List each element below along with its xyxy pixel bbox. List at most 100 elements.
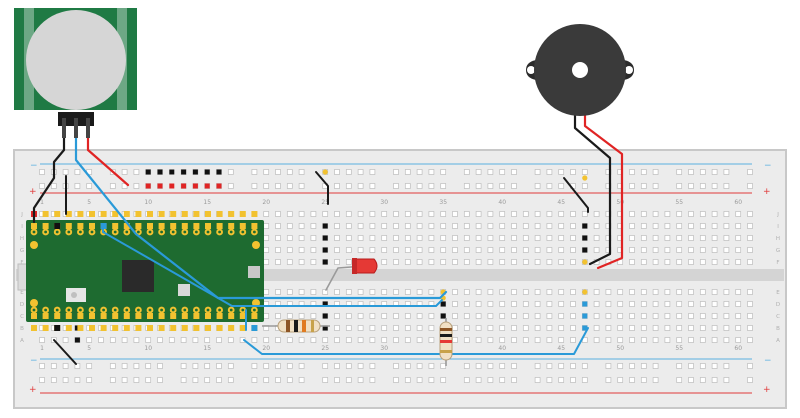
hole [381, 235, 388, 241]
hole [699, 337, 706, 343]
pico-pad-hole [241, 230, 245, 234]
rail-hole [62, 363, 69, 369]
hole [711, 235, 718, 241]
pico-pin [251, 313, 258, 319]
rail-hole [652, 169, 659, 175]
hole [511, 301, 517, 307]
rail-hole [121, 377, 128, 383]
hole [570, 223, 576, 229]
hole [286, 247, 293, 253]
hole [522, 223, 529, 229]
rail-hole [581, 363, 588, 369]
pico-pin [251, 211, 258, 217]
rail-hole [275, 183, 281, 189]
rail-hole [711, 377, 718, 383]
rail-hole [699, 363, 706, 369]
rail-hole [629, 169, 635, 175]
column-number: 10 [144, 345, 152, 352]
rail-hole [440, 183, 447, 189]
rail-hole [322, 363, 329, 369]
rail-hole [298, 169, 305, 175]
rail-hole [546, 363, 553, 369]
hole [381, 337, 388, 343]
rail-hole [227, 169, 234, 175]
hole [699, 211, 706, 217]
hole [747, 235, 753, 241]
rail-hole [263, 183, 270, 189]
hole [369, 247, 376, 253]
rail-hole [369, 363, 376, 369]
hole [605, 301, 612, 307]
pico-pin [123, 223, 130, 229]
hole [369, 325, 376, 331]
hole-occupied [169, 183, 175, 189]
hole [534, 247, 541, 253]
rail-hole [74, 363, 81, 369]
hole [263, 337, 270, 343]
hole [534, 223, 541, 229]
hole [463, 259, 470, 265]
hole [605, 313, 612, 319]
pico-pin [228, 325, 235, 331]
rail-hole [652, 377, 659, 383]
pico-pin [31, 313, 37, 319]
hole [699, 301, 706, 307]
mount-hole-1 [30, 241, 38, 249]
hole [263, 313, 270, 319]
rail-hole [546, 169, 553, 175]
bottom-minus-sign-right: − [764, 356, 772, 366]
hole [699, 325, 706, 331]
hole [664, 301, 671, 307]
pico-pin [193, 223, 200, 229]
hole [334, 211, 340, 217]
hole [629, 337, 635, 343]
rail-hole [747, 377, 753, 383]
hole [286, 259, 293, 265]
hole [711, 211, 718, 217]
hole [298, 235, 305, 241]
rail-hole [133, 169, 140, 175]
hole [747, 289, 753, 295]
hole [298, 211, 305, 217]
rail-hole [369, 377, 376, 383]
rail-hole [558, 363, 565, 369]
column-number: 35 [439, 199, 447, 206]
hole [629, 259, 635, 265]
pico-pin [251, 223, 258, 229]
hole [393, 325, 399, 331]
rail-hole [275, 377, 281, 383]
hole [688, 337, 694, 343]
rail-hole [640, 183, 647, 189]
rail-hole [475, 377, 482, 383]
hole [286, 337, 293, 343]
rail-hole [393, 363, 399, 369]
hole [664, 223, 671, 229]
pico-pin [193, 211, 200, 217]
pico-pin [216, 211, 223, 217]
hole [463, 247, 470, 253]
wire-end [582, 289, 588, 295]
pico-pin-used [100, 223, 107, 229]
hole [463, 235, 470, 241]
rail-hole [640, 377, 647, 383]
rail-hole [747, 169, 753, 175]
hole [404, 223, 411, 229]
hole [735, 337, 742, 343]
rail-hole [227, 183, 234, 189]
hole [676, 313, 683, 319]
hole [652, 223, 659, 229]
hole [381, 259, 388, 265]
hole [452, 223, 458, 229]
resistor-1 [262, 319, 330, 333]
rail-hole [463, 183, 470, 189]
hole [475, 211, 482, 217]
hole [475, 235, 482, 241]
hole [275, 337, 281, 343]
hole [227, 337, 234, 343]
hole [345, 325, 352, 331]
hole [310, 337, 317, 343]
hole [404, 211, 411, 217]
hole [747, 301, 753, 307]
hole [180, 337, 187, 343]
pico-pin [31, 325, 37, 331]
